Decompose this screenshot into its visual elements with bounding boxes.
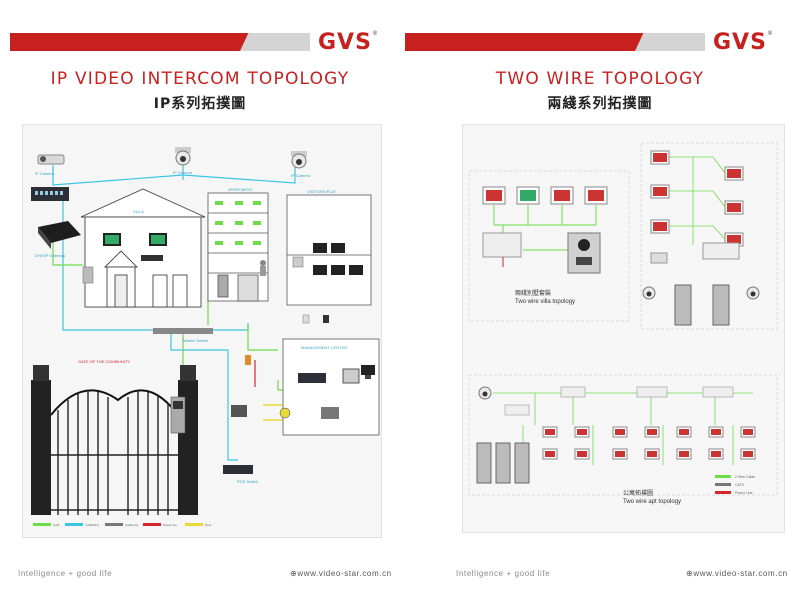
header-red-bar — [10, 33, 272, 51]
poe-switch-label: POE Switch — [237, 479, 258, 484]
power-supply-icon — [231, 405, 247, 417]
door-station-icon — [674, 284, 730, 326]
legend-label: Power line — [163, 523, 177, 527]
apartment-label: APARTMENT — [228, 187, 253, 192]
page-title: TWO WIRE TOPOLOGY — [495, 69, 705, 89]
legend-label: CAT5 — [735, 483, 744, 487]
footer-slogan: Intelligence + good life — [456, 569, 551, 578]
ip-camera-label-3: IP Camera — [291, 173, 311, 178]
master-station-icon — [342, 368, 360, 384]
legend-swatch-cat5 — [33, 523, 51, 526]
indoor-monitor-icon — [313, 243, 363, 275]
apt-caption-cn: 公寓拓撲圖 — [623, 489, 653, 497]
legend-swatch-door — [185, 523, 203, 526]
apartment-building — [207, 192, 269, 302]
computer-icon — [361, 365, 375, 379]
distributor-row — [504, 386, 734, 416]
footer-slogan: Intelligence + good life — [18, 569, 113, 578]
ip-camera-icon — [291, 151, 307, 169]
legend-swatch-power — [715, 491, 731, 494]
legend-swatch-poe — [105, 523, 123, 526]
two-wire-lines — [669, 156, 726, 245]
brand-logo: GVS® — [318, 30, 379, 55]
person-icon — [260, 260, 266, 276]
ip-camera-icon — [478, 386, 492, 400]
diagram-panel: IP Camera IP Camera IP Camera — [22, 124, 382, 538]
legend: Cat5 Cat5(fibre) Cat5(poe) Power line Do… — [33, 523, 212, 527]
two-wire-diagram: 兩綫別墅套裝 Two wire villa topology — [468, 142, 778, 505]
power-supply-icon — [321, 407, 339, 419]
gateway-device-icon — [38, 221, 81, 249]
page-title: IP VIDEO INTERCOM TOPOLOGY — [50, 69, 350, 89]
ip-camera-label-1: IP Camera — [35, 171, 55, 176]
hotel-label: VISITORS/FLAT — [307, 189, 337, 194]
main-switch-label: Master Switch — [183, 338, 208, 343]
access-device-icon — [245, 314, 329, 365]
villa-caption-en: Two wire villa topology — [515, 299, 575, 305]
management-center-label: MANAGEMENT CENTER — [301, 345, 347, 350]
globe-icon: ⊕ — [686, 569, 694, 578]
door-station-icon — [476, 442, 530, 484]
ip-camera-icon — [642, 286, 760, 300]
globe-icon: ⊕ — [290, 569, 298, 578]
door-station-icon — [292, 256, 304, 268]
door-station-icon — [567, 232, 601, 274]
villa-label: VILLA — [133, 209, 144, 214]
ip-topology-diagram: IP Camera IP Camera IP Camera — [31, 147, 380, 527]
switch-icon — [141, 255, 163, 261]
indoor-monitor-column — [650, 150, 744, 247]
community-gate — [31, 365, 198, 515]
region-outlines — [468, 142, 778, 496]
door-station-icon — [82, 266, 94, 284]
main-switch-icon — [153, 328, 213, 334]
poster-ip-topology: GVS® IP VIDEO INTERCOM TOPOLOGY IP系列拓撲圖 — [10, 30, 392, 578]
poe-switch-icon — [223, 465, 253, 474]
management-center-box — [282, 338, 380, 436]
legend-label: Cat5 — [53, 523, 60, 527]
ip-camera-icon — [37, 154, 65, 165]
poster-two-wire-topology: GVS® TWO WIRE TOPOLOGY 兩綫系列拓撲圖 — [400, 0, 800, 600]
gate-label: GATE OF THE COMMUNITY — [78, 359, 130, 364]
ip-camera-label-2: IP Camera — [173, 170, 193, 175]
network-switch-icon — [31, 187, 69, 201]
apt-caption-en: Two wire apt topology — [623, 499, 681, 505]
legend: 2 Wire Cable CAT5 Power Line — [715, 475, 755, 495]
header-grey-bar — [635, 33, 705, 51]
legend-label: Door — [205, 523, 212, 527]
footer-website[interactable]: ⊕www.video-star.com.cn — [686, 569, 788, 578]
header-red-bar — [405, 33, 667, 51]
page-subtitle: 兩綫系列拓撲圖 — [547, 96, 653, 112]
page-subtitle: IP系列拓撲圖 — [153, 96, 247, 112]
legend-swatch-2wire — [715, 475, 731, 478]
legend-label: Cat5(poe) — [125, 523, 138, 527]
diagram-panel: 兩綫別墅套裝 Two wire villa topology — [462, 124, 785, 533]
header-grey-bar — [240, 33, 310, 51]
apartment-units — [215, 201, 261, 245]
ip-camera-icon — [175, 147, 191, 166]
indoor-monitor-icon — [103, 233, 167, 246]
legend-swatch-power — [143, 523, 161, 526]
villa-caption-cn: 兩綫別墅套裝 — [515, 289, 551, 297]
door-station-icon — [170, 396, 186, 434]
legend-swatch-cat5 — [715, 483, 731, 486]
brand-logo: GVS® — [713, 30, 774, 55]
footer-website[interactable]: ⊕www.video-star.com.cn — [290, 569, 392, 578]
indoor-monitor-row — [482, 186, 608, 205]
indoor-monitor-grid — [542, 426, 756, 460]
header-band — [405, 33, 705, 51]
power-supply-icon — [650, 252, 668, 264]
hotel-building — [286, 194, 372, 306]
villa-building — [80, 188, 206, 308]
legend-swatch-fibre — [65, 523, 83, 526]
door-lock-icon — [279, 407, 291, 419]
legend-label: 2 Wire Cable — [735, 475, 755, 479]
legend-label: Cat5(fibre) — [85, 523, 99, 527]
distributor-icon — [482, 232, 522, 258]
gateway-label: DH/SIP Gateway — [35, 253, 65, 258]
header-band — [10, 33, 310, 51]
switch-icon — [298, 373, 326, 383]
distributor-icon — [702, 242, 740, 260]
legend-label: Power Line — [735, 491, 753, 495]
